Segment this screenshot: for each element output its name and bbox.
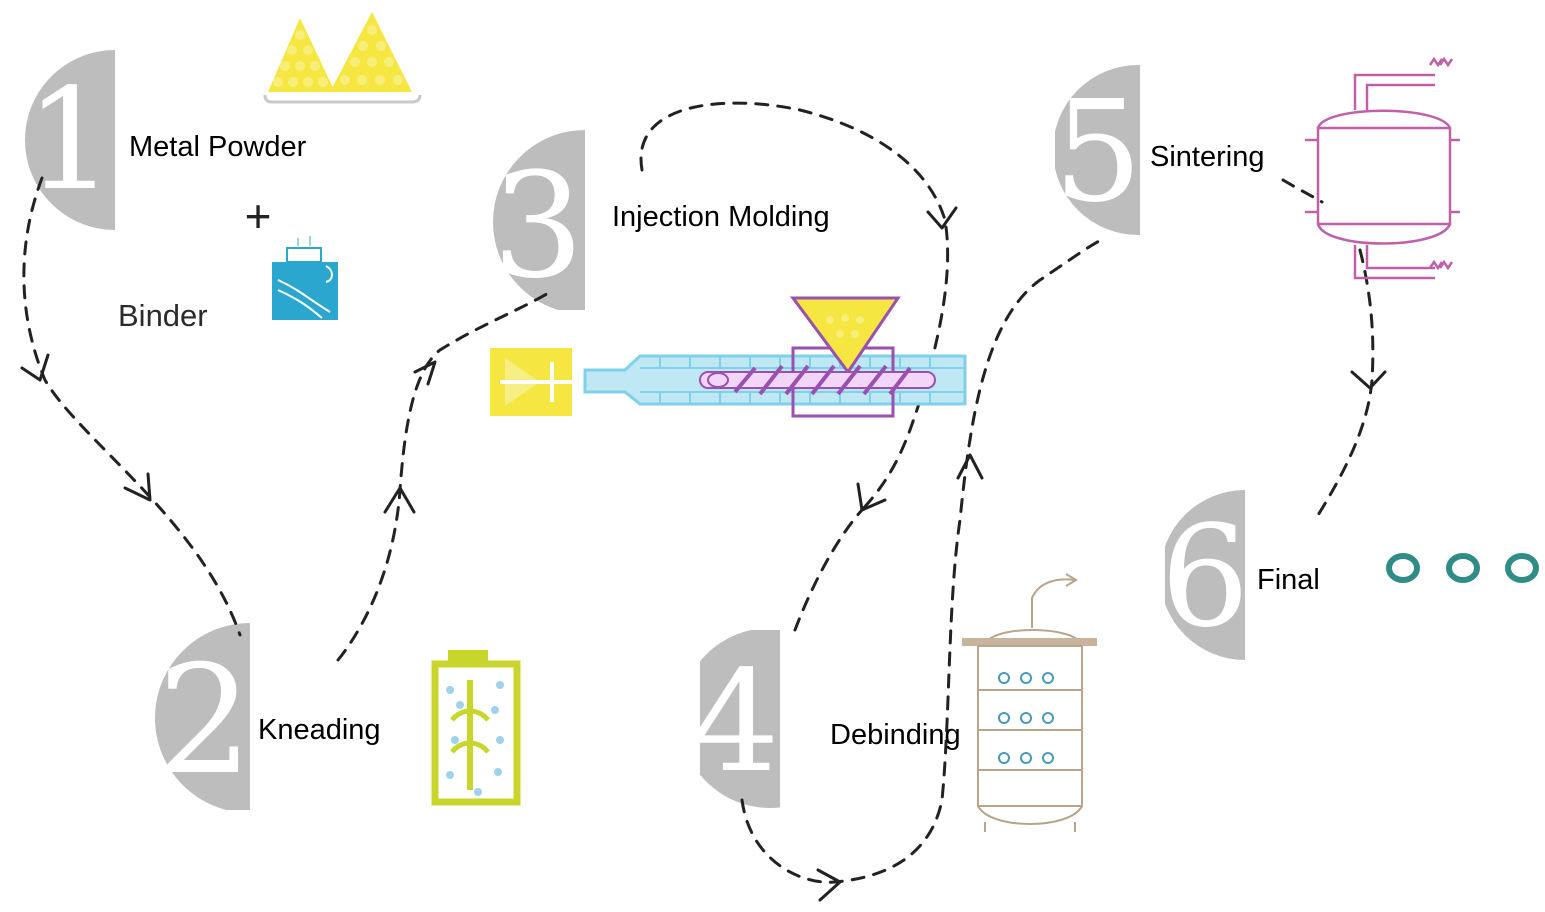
arrow-head-icon [956,453,984,480]
step-3-disc [493,130,585,310]
step-4-badge: 4 [690,630,780,808]
sintering-leader-line [1281,178,1324,204]
step-2-disc [155,623,250,810]
step-1-badge: 1 [25,50,115,230]
metal-powder-icon [263,12,422,104]
plus-sign: + [245,190,272,242]
flow-line-4-to-5 [740,236,1107,884]
step-5-disc [1055,65,1140,235]
step-6-disc [1165,490,1245,660]
step-3-badge: 3 [492,130,585,311]
arrow-head-icon [413,360,437,386]
flow-line-2-to-3 [336,290,552,662]
flow-line-3-to-4-end [793,508,864,632]
flow-line-5-to-6 [1313,248,1375,522]
step-2-badge: 2 [155,623,253,810]
step-6-label: Final [1257,564,1320,596]
flow-line-1-to-2 [22,176,242,637]
arrow-head-icon [383,486,416,514]
step-3-label: Injection Molding [612,201,830,233]
injection-machine-icon [490,296,967,418]
flow-lines [22,101,1375,884]
ring-part-icon [1446,553,1480,583]
flow-line-3-to-4 [639,101,950,512]
arrow-head-icon [926,206,958,230]
step-2-label: Kneading [258,714,381,746]
step-1-disc [25,50,115,230]
step-6-number: 6 [1160,496,1249,659]
step-5-number: 5 [1053,71,1142,234]
sintering-furnace-icon [1305,56,1460,280]
arrow-head-icon [856,482,887,512]
ring-part-icon [1386,553,1420,583]
step-4-number: 4 [690,641,779,804]
final-parts-icon [1386,553,1539,583]
step-5-label: Sintering [1150,141,1265,173]
step-5-badge: 5 [1053,65,1143,235]
step-6-badge: 6 [1160,490,1250,660]
step-4-disc [700,630,780,808]
arrow-head-icon [20,353,50,382]
step-4-label: Debinding [830,719,961,751]
step-3-number: 3 [492,142,584,311]
step-1-label: Metal Powder [129,131,307,163]
step-2-number: 2 [157,634,252,808]
arrow-head-icon [123,472,152,502]
debinding-furnace-icon [962,573,1097,832]
binder-bottle-icon [272,236,338,320]
arrow-head-icon [1350,370,1387,390]
step-1-number: 1 [25,59,114,222]
kneader-icon [431,650,521,806]
binder-label: Binder [118,298,208,333]
flow-arrowheads [20,206,1387,902]
arrow-head-icon [816,868,842,902]
ring-part-icon [1505,553,1539,583]
